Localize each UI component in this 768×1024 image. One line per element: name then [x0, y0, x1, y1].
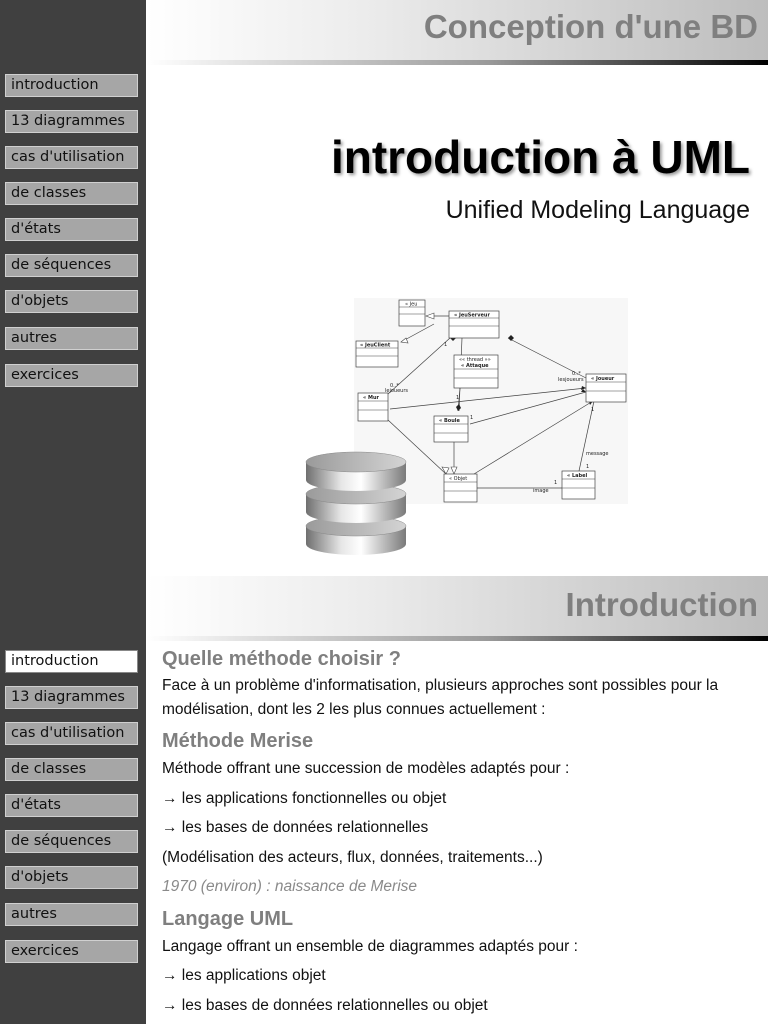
uml-class-attaque: « Attaque [461, 363, 489, 369]
uml-class-jeu: « Jeu [405, 302, 417, 308]
nav-item-autres[interactable]: autres [5, 327, 138, 350]
uml-class-mur: « Mur [363, 395, 380, 401]
uml-mult-1b: 1 [456, 395, 459, 401]
uml-class-label: « Label [567, 473, 588, 479]
nav-item-exercices[interactable]: exercices [5, 940, 138, 963]
uml-item-2: → les bases de données relationnelles ou… [162, 996, 488, 1014]
uml-class-jeuclient: « JeuClient [360, 343, 391, 349]
header-title: Introduction [565, 586, 758, 623]
uml-intro: Langage offrant un ensemble de diagramme… [162, 937, 578, 955]
nav-item-objets[interactable]: d'objets [5, 290, 138, 313]
nav-item-sequences[interactable]: de séquences [5, 830, 138, 853]
slide-introduction: introduction 13 diagrammes cas d'utilisa… [0, 576, 768, 1024]
uml-item-1: → les applications objet [162, 967, 326, 984]
uml-class-joueur: « Joueur [591, 376, 615, 382]
nav-item-autres[interactable]: autres [5, 903, 138, 926]
uml-mult-right: 0..* [572, 371, 581, 377]
nav-item-de-classes[interactable]: de classes [5, 758, 138, 781]
uml-mult-1f: 1 [554, 480, 557, 486]
header-divider [146, 60, 768, 65]
nav-item-exercices[interactable]: exercices [5, 364, 138, 387]
nav-item-introduction[interactable]: introduction [5, 650, 138, 673]
nav-item-13-diagrammes[interactable]: 13 diagrammes [5, 686, 138, 709]
uml-class-boule: « Boule [439, 418, 460, 424]
section-title-methode: Quelle méthode choisir ? [162, 648, 401, 670]
section-title-uml: Langage UML [162, 907, 294, 930]
nav-item-cas-utilisation[interactable]: cas d'utilisation [5, 722, 138, 745]
uml-class-objet: « Objet [449, 476, 467, 482]
main-title: introduction à UML [330, 131, 750, 183]
merise-note: (Modélisation des acteurs, flux, données… [162, 848, 543, 866]
nav-item-introduction[interactable]: introduction [5, 74, 138, 97]
sidebar-navigation: introduction 13 diagrammes cas d'utilisa… [0, 0, 146, 576]
uml-stereotype-thread: «« thread »» [459, 357, 491, 363]
uml-role-image: image [533, 488, 549, 494]
slide-title: introduction 13 diagrammes cas d'utilisa… [0, 0, 768, 576]
sidebar-navigation: introduction 13 diagrammes cas d'utilisa… [0, 576, 146, 1024]
uml-mult-1d: 1 [591, 407, 594, 413]
nav-item-etats[interactable]: d'états [5, 794, 138, 817]
slide-content: Quelle méthode choisir ? Face à un probl… [162, 646, 762, 1020]
section-text-methode: Face à un problème d'informatisation, pl… [162, 677, 719, 718]
uml-mult-1a: 1 [444, 342, 447, 348]
uml-mult-left: 0..* [390, 383, 399, 389]
header-divider [146, 636, 768, 641]
uml-role-message: message [586, 451, 608, 457]
uml-class-jeuserveur: « JeuServeur [454, 313, 490, 319]
merise-item-1: → les applications fonctionnelles ou obj… [162, 789, 447, 807]
merise-item-2: → les bases de données relationnelles [162, 819, 429, 836]
slide-header: Introduction [146, 576, 768, 636]
nav-item-etats[interactable]: d'états [5, 218, 138, 241]
header-title: Conception d'une BD [423, 8, 758, 45]
subtitle: Unified Modeling Language [445, 196, 750, 224]
uml-role-lesjoueurs: lesjoueurs [558, 377, 584, 383]
nav-item-cas-utilisation[interactable]: cas d'utilisation [5, 146, 138, 169]
merise-date: 1970 (environ) : naissance de Merise [162, 878, 418, 895]
nav-item-objets[interactable]: d'objets [5, 866, 138, 889]
nav-item-de-classes[interactable]: de classes [5, 182, 138, 205]
uml-mult-1e: 1 [586, 464, 589, 470]
section-title-merise: Méthode Merise [162, 730, 314, 752]
uml-role-lejoueurs: lejoueurs [385, 388, 408, 394]
slide-header: Conception d'une BD [146, 0, 768, 60]
nav-item-13-diagrammes[interactable]: 13 diagrammes [5, 110, 138, 133]
merise-intro: Méthode offrant une succession de modèle… [162, 760, 570, 777]
nav-item-sequences[interactable]: de séquences [5, 254, 138, 277]
uml-mult-1c: 1 [470, 415, 473, 421]
database-icon [304, 450, 408, 558]
